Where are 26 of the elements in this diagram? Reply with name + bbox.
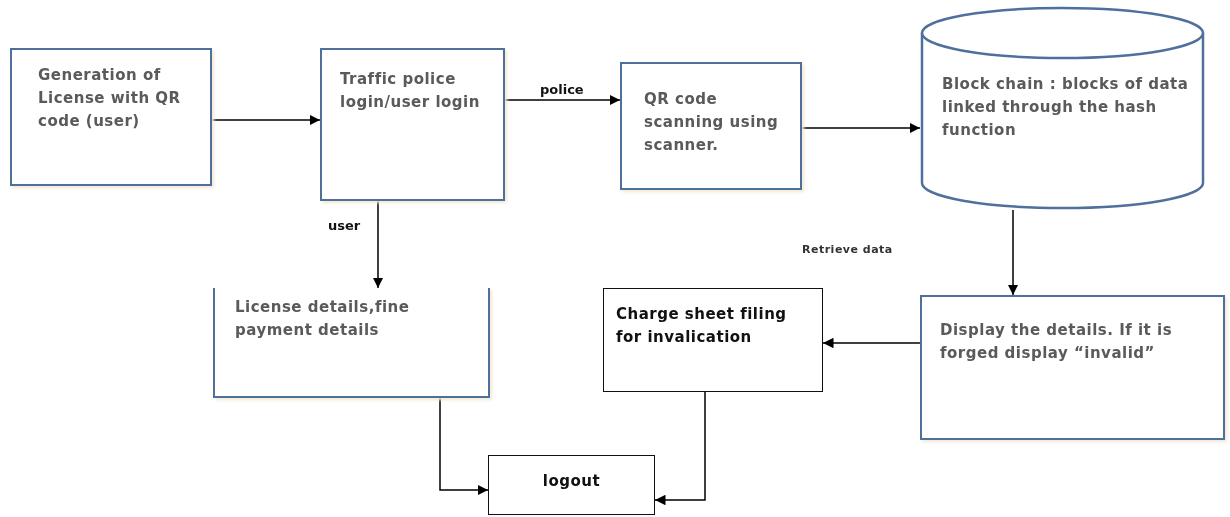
arrow	[654, 391, 706, 506]
node-text: logout	[541, 471, 602, 492]
arrow	[801, 122, 921, 134]
node-text: License details,fine payment details	[235, 297, 411, 341]
database-cylinder	[920, 5, 1205, 210]
note-label: Retrieve data	[802, 243, 893, 256]
arrow	[1007, 209, 1019, 296]
process-box	[213, 288, 490, 398]
arrow	[439, 397, 489, 496]
node-text: Charge sheet filing for invalication	[616, 304, 788, 348]
arrow	[822, 337, 921, 349]
arrow	[504, 94, 621, 106]
node-text: Traffic police login/user login	[340, 69, 481, 113]
process-box	[10, 48, 212, 186]
node-text: Display the details. If it is forged display “invalid”	[940, 320, 1174, 364]
process-box	[620, 62, 802, 190]
process-box	[320, 48, 505, 201]
process-box	[920, 295, 1225, 440]
process-box	[603, 288, 823, 392]
arrow	[372, 200, 384, 289]
edge-label: police	[540, 82, 584, 97]
node-text: Generation of License with QR code (user)	[38, 65, 182, 132]
process-box	[488, 455, 655, 515]
node-text: QR code scanning using scanner.	[644, 89, 780, 156]
node-text: Block chain : blocks of data linked through the hash function	[942, 74, 1190, 141]
arrow	[211, 114, 321, 126]
